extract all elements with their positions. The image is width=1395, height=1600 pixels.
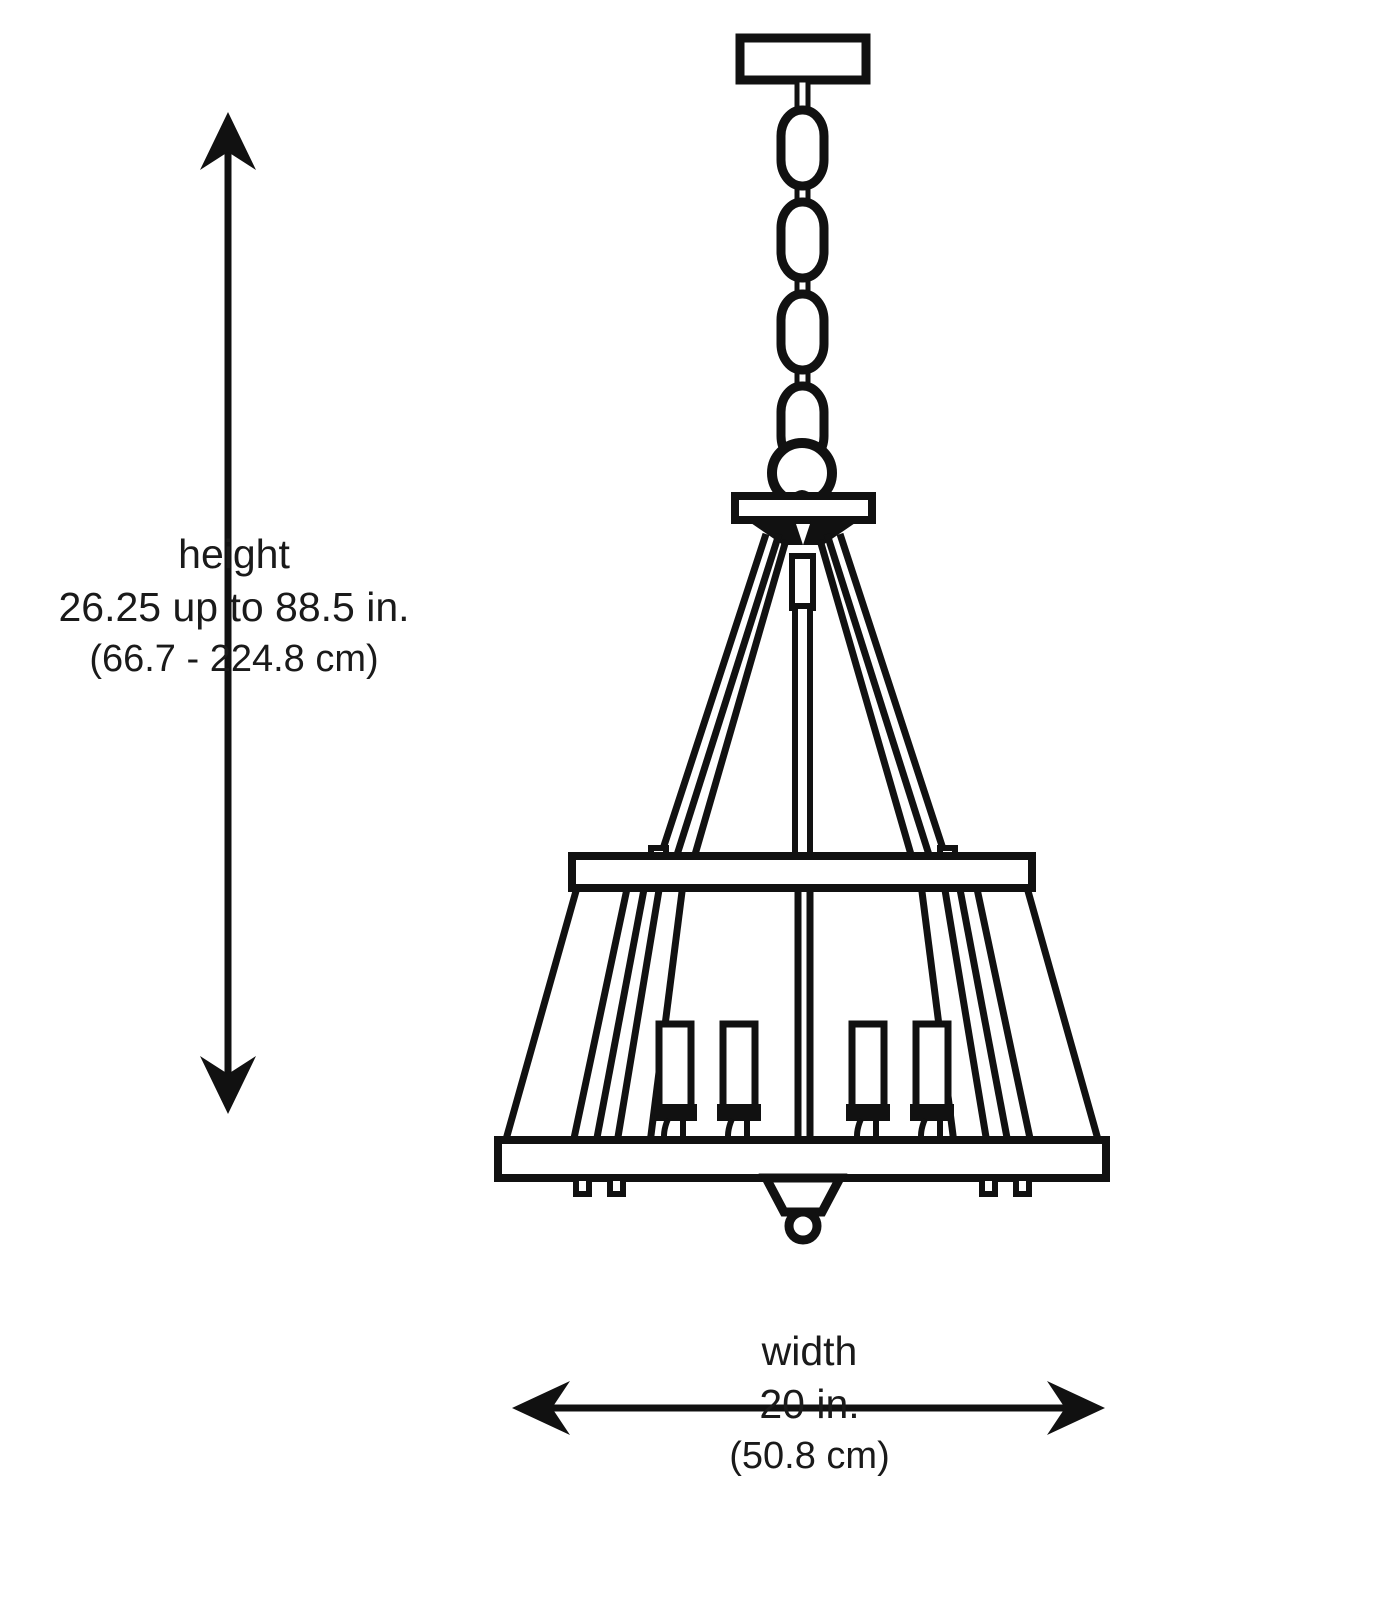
top-plate [731, 492, 876, 545]
candle-sockets [653, 1020, 954, 1144]
width-label-imperial: 20 in. [759, 1381, 860, 1428]
candle-socket [910, 1020, 954, 1144]
shade-cage-slats [501, 862, 1103, 1144]
center-rod [789, 553, 816, 861]
height-label-metric: (66.7 - 224.8 cm) [89, 637, 379, 680]
candle-socket [846, 1020, 890, 1144]
bottom-rail [494, 1136, 1110, 1197]
candle-socket [653, 1020, 697, 1144]
width-dimension-label: width 20 in. (50.8 cm) [617, 1325, 1002, 1481]
canopy [735, 33, 871, 85]
height-dimension-label: height 26.25 up to 88.5 in. (66.7 - 224.… [0, 528, 468, 684]
bottom-finial [758, 1173, 848, 1245]
rail-foot-tabs [573, 1175, 1032, 1197]
width-label-title: width [761, 1328, 858, 1374]
width-dimension-arrow [512, 1381, 1105, 1435]
support-arms [656, 532, 950, 860]
candle-socket [717, 1020, 761, 1144]
height-label-imperial: 26.25 up to 88.5 in. [58, 584, 410, 631]
width-label-metric: (50.8 cm) [729, 1434, 890, 1477]
chain [776, 77, 829, 467]
height-label-title: height [178, 531, 290, 577]
upper-band [568, 852, 1036, 892]
height-dimension-arrow [200, 112, 256, 1114]
